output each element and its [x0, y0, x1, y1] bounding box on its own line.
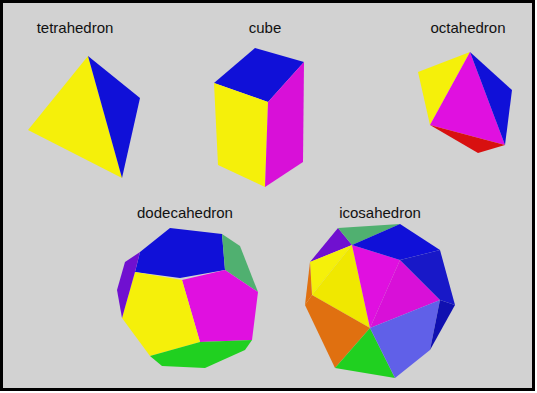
tetrahedron-figure	[28, 56, 140, 178]
shape-name: tetrahedron	[37, 20, 114, 37]
face	[88, 56, 140, 178]
face	[117, 252, 140, 318]
shape-name: octahedron	[430, 20, 505, 37]
face	[370, 300, 440, 378]
face	[430, 125, 505, 153]
face	[470, 52, 512, 145]
shape-name: icosahedron	[339, 205, 421, 222]
face	[135, 228, 225, 278]
face	[430, 300, 455, 350]
face	[400, 250, 455, 305]
octahedron-figure	[418, 52, 512, 153]
face	[150, 340, 252, 368]
dodecahedron-figure	[117, 228, 258, 368]
cube-figure	[214, 48, 304, 187]
face	[265, 62, 304, 187]
face	[122, 272, 200, 356]
frame	[2, 2, 534, 390]
face	[214, 83, 268, 187]
icosahedron-figure	[305, 224, 455, 378]
shape-name: dodecahedron	[137, 205, 233, 222]
shape-name: cube	[249, 20, 282, 37]
